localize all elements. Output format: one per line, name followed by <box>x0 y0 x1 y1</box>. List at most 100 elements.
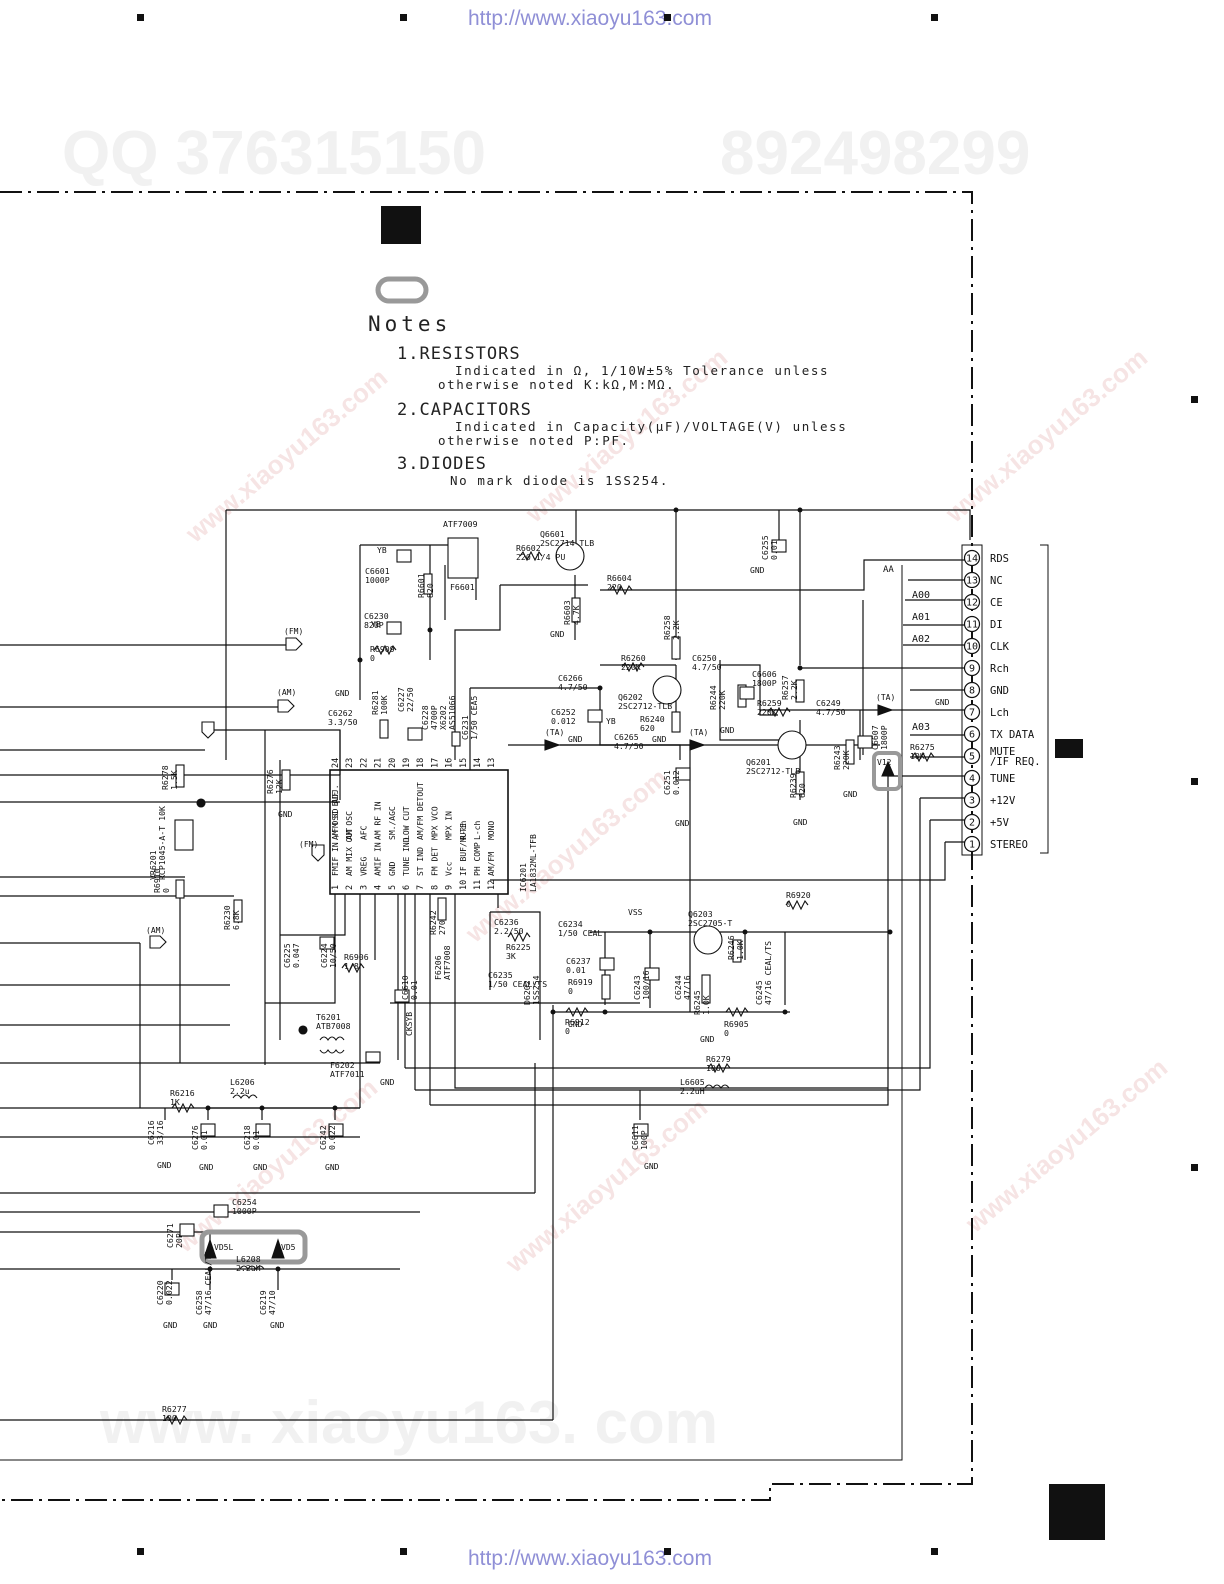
component-q6202-value: 2SC2712-TLB <box>618 701 672 711</box>
component-c6254-ref: C6254 <box>232 1197 257 1207</box>
net-label-gnd: GND <box>325 1163 340 1172</box>
connector-pin-7-number: 7 <box>969 708 975 719</box>
connector-net-A01: A01 <box>912 612 930 623</box>
component-r6230-value: 6.8K <box>231 910 241 930</box>
ic-pin-6-number: 6 <box>402 885 412 890</box>
component-r6275-ref: R6275 <box>910 742 935 752</box>
component-r6216-ref: R6216 <box>170 1088 195 1098</box>
component-r6277-value: 100 <box>162 1413 177 1423</box>
ic-pin-7-label: ST IND <box>416 847 425 876</box>
notes-title: Notes <box>368 312 452 336</box>
ic-pin-23-label: AM OSC <box>345 811 354 840</box>
component-c6250-value: 4.7/50 <box>692 662 722 672</box>
ic-pin-4-number: 4 <box>374 885 384 890</box>
component-r6603-ref: R6603 <box>562 600 572 625</box>
component-r6906-value: 1/8 <box>344 961 359 971</box>
component-r6239-value: 620 <box>797 783 807 798</box>
connector-pin-6-number: 6 <box>969 730 975 741</box>
component-c6234-ref: C6234 <box>558 919 583 929</box>
net-label-gnd: GND <box>203 1321 218 1330</box>
component-l6208-ref: L6208 <box>236 1254 261 1264</box>
component-r6601-value: 820 <box>425 583 435 598</box>
net-label-yb: YB <box>371 620 381 629</box>
net-label-gnd: GND <box>568 1020 583 1029</box>
component-c6231-ref: C6231 <box>460 715 470 740</box>
component-r6910-value: 0 <box>161 888 171 893</box>
component-c6254-value: 1000P <box>232 1206 257 1216</box>
component-c6236-ref: C6236 <box>494 917 519 927</box>
ic-pin-18-number: 18 <box>416 758 426 768</box>
ic-part-number: LA1832ML-TFB <box>529 834 538 892</box>
net-label-gnd: GND <box>652 735 667 744</box>
component-c6228-value: 4700P <box>429 705 439 730</box>
connector-pin-12-label: CE <box>990 597 1003 609</box>
connector-pin-1-number: 1 <box>969 840 975 851</box>
note-text: Indicated in Capacity(μF)/VOLTAGE(V) unl… <box>455 419 848 434</box>
component-c6244-value: 47/16 <box>682 975 692 1000</box>
ic-pin-13-label: MONO <box>487 821 496 840</box>
connector-pin-6-label: TX DATA <box>990 729 1035 741</box>
component-c6224-ref: C6224 <box>319 943 329 968</box>
component-r6920-ref: R6920 <box>786 890 811 900</box>
net-label-fm: (FM) <box>299 840 318 849</box>
component-r6258-value: 2.2K <box>671 620 681 640</box>
component-l6208-value: 2.2uH <box>236 1263 261 1273</box>
component-c6235-value: 1/50 CEAL/TS <box>488 979 547 989</box>
component-r6279-ref: R6279 <box>706 1054 731 1064</box>
connector-pin-5-circle <box>963 747 981 765</box>
component-c6606-value: 1800P <box>752 678 777 688</box>
component-c6230-value: 820P <box>364 620 384 630</box>
connector-pin-14-label: RDS <box>990 553 1009 565</box>
component-c6607-value: 1800P <box>879 725 889 750</box>
component-c6237-ref: C6237 <box>566 956 591 966</box>
connector-pin-10-label: CLK <box>990 641 1010 653</box>
component-r6260-ref: R6260 <box>621 653 646 663</box>
net-label-fm: (FM) <box>284 627 303 636</box>
ic-pin-2-label: AM MIX OUT <box>345 828 354 876</box>
component-r6259-ref: R6259 <box>757 698 782 708</box>
component-r6259-value: 220K <box>757 707 777 717</box>
component-c6265-ref: C6265 <box>614 732 639 742</box>
connector-pin-11-circle <box>963 615 981 633</box>
component-c6251-value: 0.012 <box>671 770 681 795</box>
component-r6245-ref: R6245 <box>692 990 702 1015</box>
connector-pin-2-circle <box>963 813 981 831</box>
component-c6243-value: 100/16 <box>641 970 651 1000</box>
ic-pin-23-number: 23 <box>345 758 355 768</box>
component-r6906-ref: R6906 <box>344 952 369 962</box>
ic-pin-5-label: GND <box>388 861 397 876</box>
component-r6281-ref: R6281 <box>370 690 380 715</box>
component-c6271-value: 20P <box>174 1233 184 1248</box>
net-label-gnd: GND <box>568 735 583 744</box>
registration-mark <box>1191 1164 1198 1171</box>
connector-pin-2-number: 2 <box>969 818 975 829</box>
component-r6909-ref: R6909 <box>370 644 395 654</box>
ic-pin-19-label: LOW CUT <box>402 806 411 840</box>
component-c6249-value: 4.7/50 <box>816 707 846 717</box>
component-c6220-ref: C6220 <box>155 1280 165 1305</box>
component-q6601-ref: Q6601 <box>540 529 565 539</box>
connector-net-A03: A03 <box>912 722 930 733</box>
registration-mark <box>1191 396 1198 403</box>
component-c6237-value: 0.01 <box>566 965 586 975</box>
component-r6225-value: 3K <box>506 951 516 961</box>
net-label-am: (AM) <box>277 688 296 697</box>
ic-pin-24-label: AM OSC BUF <box>331 792 340 840</box>
component-r6279-value: 100 <box>706 1063 721 1073</box>
component-c6231-value: 1/50 CEA5 <box>469 696 479 740</box>
ic-pin-3-number: 3 <box>359 885 369 890</box>
component-f6202-ref: F6202 <box>330 1060 355 1070</box>
registration-mark <box>137 14 144 21</box>
registration-mark <box>400 14 407 21</box>
board-outline <box>0 191 973 1501</box>
ic-pin-11-number: 11 <box>473 880 483 890</box>
component-r6905-value: 0 <box>724 1028 729 1038</box>
component-r6230-ref: R6230 <box>222 905 232 930</box>
ic-pin-7-number: 7 <box>416 885 426 890</box>
ic-pin-14-number: 14 <box>473 758 483 768</box>
component-c6610-value: 0.01 <box>409 980 419 1000</box>
component-vr6201-ref: VR6201 <box>148 850 158 880</box>
ic-pin-13-number: 13 <box>487 758 497 768</box>
connector-pin-11-number: 11 <box>966 620 978 631</box>
net-label-vss: VSS <box>628 908 643 917</box>
